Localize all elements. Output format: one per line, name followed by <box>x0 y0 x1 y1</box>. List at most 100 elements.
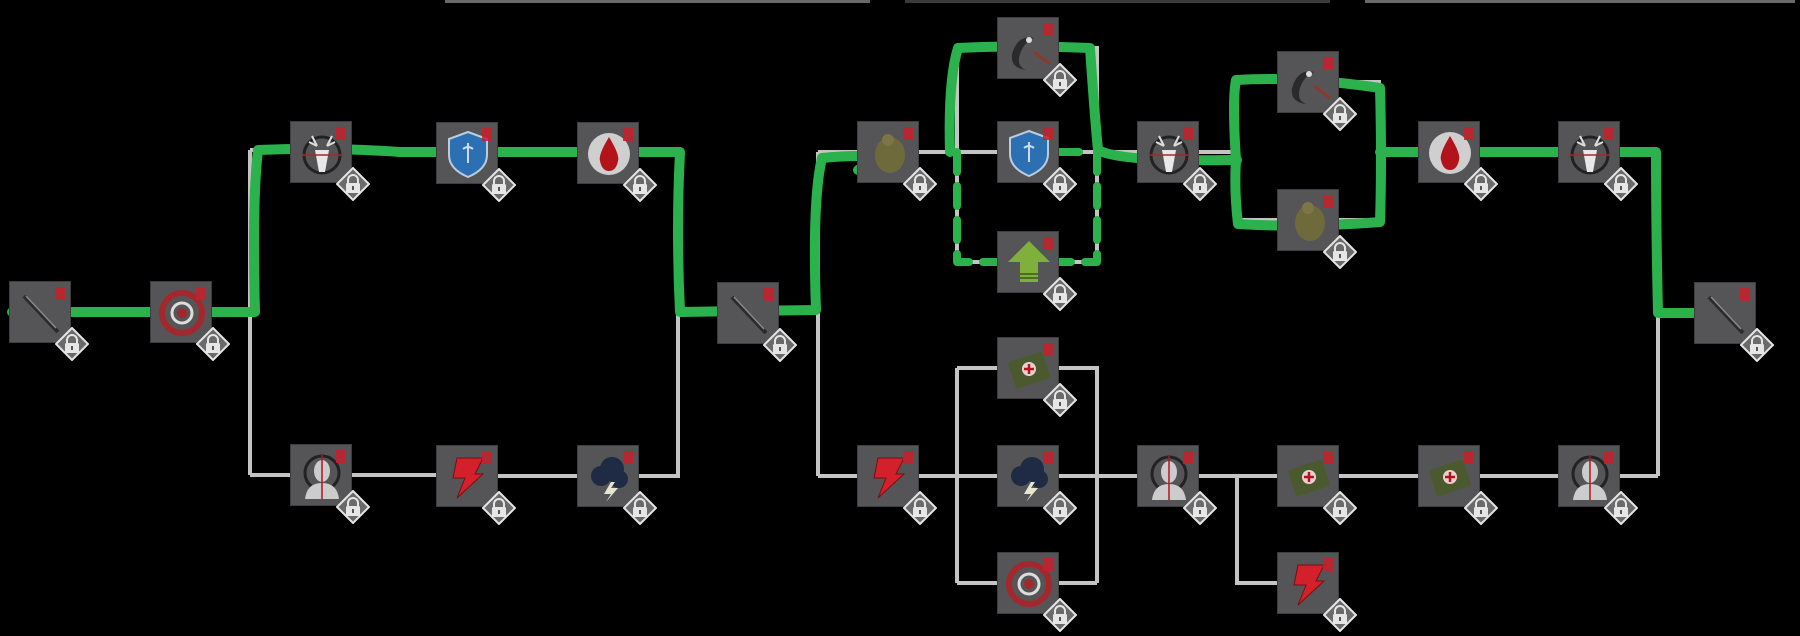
skill-node[interactable] <box>1558 445 1638 525</box>
skill-node[interactable] <box>436 122 516 202</box>
medkit-icon <box>1288 459 1330 497</box>
lock-icon <box>336 167 370 201</box>
skill-node[interactable] <box>290 121 370 201</box>
deer-crosshair-icon <box>302 135 342 175</box>
target-icon <box>159 290 205 336</box>
medkit-icon <box>1008 351 1050 389</box>
connector-line <box>1059 366 1137 585</box>
skill-level-badge <box>196 287 206 300</box>
skill-level-badge <box>623 451 633 464</box>
tab-bar-segment[interactable] <box>1365 0 1795 3</box>
skill-node[interactable] <box>577 445 657 525</box>
skill-level-badge <box>1043 558 1053 571</box>
skill-level-badge <box>1043 451 1053 464</box>
shield-icon <box>1009 129 1049 178</box>
storm-cloud-icon <box>591 457 628 502</box>
connector-line <box>352 473 577 478</box>
lock-icon <box>1323 491 1357 525</box>
connector-line <box>816 150 857 478</box>
skill-node[interactable] <box>997 552 1077 632</box>
tab-bar-segment[interactable] <box>445 0 870 3</box>
upgrade-arrow-icon <box>1008 241 1050 282</box>
medkit-icon <box>1429 459 1471 497</box>
connector-line <box>1375 147 1717 318</box>
skill-node[interactable] <box>1694 282 1774 362</box>
skill-level-badge <box>763 288 773 301</box>
lightning-icon <box>1293 564 1326 606</box>
lock-icon <box>1323 97 1357 131</box>
skill-node[interactable] <box>1418 121 1498 201</box>
skill-node[interactable] <box>717 282 797 362</box>
lock-icon <box>1464 167 1498 201</box>
deer-crosshair-icon <box>1149 135 1189 175</box>
lightning-icon <box>873 457 906 499</box>
head-target-icon <box>1571 455 1609 500</box>
connector-line <box>944 41 1242 166</box>
lock-icon <box>903 167 937 201</box>
rifle-icon <box>1707 295 1745 335</box>
skill-level-badge <box>1183 451 1193 464</box>
lock-icon <box>1043 63 1077 97</box>
skill-node[interactable] <box>436 445 516 525</box>
lock-icon <box>1323 598 1357 632</box>
skill-level-badge <box>55 287 65 300</box>
skill-level-badge <box>903 451 913 464</box>
rifle-icon <box>22 294 60 334</box>
skill-level-badge <box>1604 451 1614 464</box>
skill-level-badge <box>903 127 913 140</box>
tab-bar-segment[interactable] <box>905 0 1330 3</box>
lock-icon <box>196 327 230 361</box>
skill-node[interactable] <box>150 281 230 361</box>
blood-drop-icon <box>588 133 630 175</box>
skill-node[interactable] <box>1277 189 1357 269</box>
lock-icon <box>623 168 657 202</box>
skill-level-badge <box>1604 127 1614 140</box>
skill-node[interactable] <box>9 281 89 361</box>
skill-level-badge <box>336 450 346 463</box>
rifle-icon <box>730 295 768 335</box>
skill-node[interactable] <box>1277 51 1357 131</box>
skill-node[interactable] <box>290 444 370 524</box>
skill-level-badge <box>336 127 346 140</box>
soldier-icon <box>875 134 905 173</box>
skill-node[interactable] <box>997 121 1077 201</box>
skill-node[interactable] <box>577 122 657 202</box>
skill-level-badge <box>1740 288 1750 301</box>
skill-level-badge <box>1043 237 1053 250</box>
skill-node[interactable] <box>1277 445 1357 525</box>
skill-level-badge <box>1464 127 1474 140</box>
skill-node[interactable] <box>997 17 1077 97</box>
lock-icon <box>1183 167 1217 201</box>
skill-node[interactable] <box>997 337 1077 417</box>
skill-level-badge <box>482 451 492 464</box>
lock-icon <box>1464 491 1498 525</box>
connector-line <box>955 366 997 585</box>
blood-drop-icon <box>1429 132 1471 174</box>
skill-level-badge <box>1323 57 1333 70</box>
target-icon <box>1006 561 1052 607</box>
lock-icon <box>1043 277 1077 311</box>
lock-icon <box>1183 491 1217 525</box>
skill-node[interactable] <box>1558 121 1638 201</box>
skill-node[interactable] <box>1137 445 1217 525</box>
lock-icon <box>1323 235 1357 269</box>
connector-line <box>955 46 997 264</box>
skill-node[interactable] <box>857 445 937 525</box>
skill-node[interactable] <box>997 445 1077 525</box>
skill-node[interactable] <box>997 231 1077 311</box>
skill-node[interactable] <box>1137 121 1217 201</box>
skill-node[interactable] <box>1418 445 1498 525</box>
skill-node[interactable] <box>1277 552 1357 632</box>
lock-icon <box>55 327 89 361</box>
lock-icon <box>1043 491 1077 525</box>
skill-level-badge <box>1323 195 1333 208</box>
head-target-icon <box>303 454 341 499</box>
lock-icon <box>1740 328 1774 362</box>
skill-level-badge <box>1043 23 1053 36</box>
lightning-icon <box>452 457 485 499</box>
skill-node[interactable] <box>857 121 937 201</box>
knife-icon <box>1291 71 1331 104</box>
skill-level-badge <box>1323 451 1333 464</box>
